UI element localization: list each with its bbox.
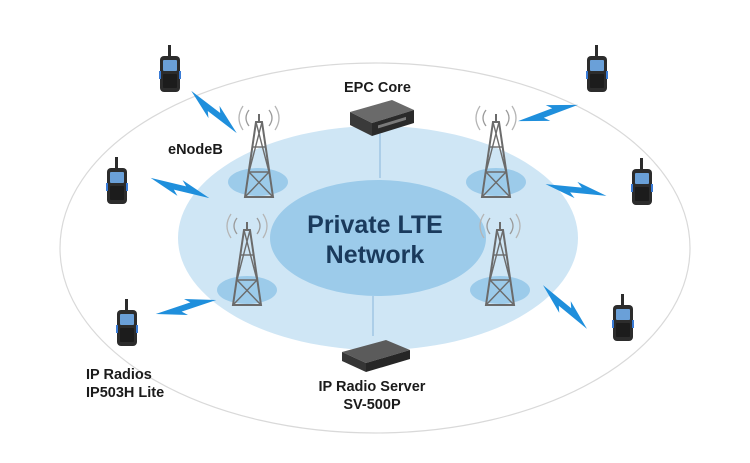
- server-label: IP Radio Server SV-500P: [310, 378, 434, 414]
- ip-radios-label: IP Radios IP503H Lite: [86, 366, 164, 402]
- ip-radios-label-line1: IP Radios: [86, 367, 152, 383]
- epc-core-label: EPC Core: [344, 80, 411, 96]
- radio-icon: [631, 158, 653, 205]
- network-title-line2: Network: [325, 241, 425, 269]
- radio-icon: [116, 299, 138, 346]
- network-cloud-inner: [270, 180, 486, 296]
- enodeb-label: eNodeB: [168, 142, 223, 158]
- server-label-line1: IP Radio Server: [318, 379, 426, 395]
- ip-radio-server-icon: [342, 340, 410, 372]
- outer-ring: [59, 62, 691, 434]
- radio-icon: [106, 157, 128, 204]
- epc-core-server-icon: [350, 100, 414, 136]
- server-label-line2: SV-500P: [343, 397, 401, 413]
- ip-radios-label-line2: IP503H Lite: [86, 385, 165, 401]
- lightning-icon: [518, 91, 578, 135]
- network-title: Private LTE Network: [255, 210, 495, 270]
- radio-icon: [586, 45, 608, 92]
- radio-icon: [159, 45, 181, 92]
- radio-icon: [612, 294, 634, 341]
- network-title-line1: Private LTE: [307, 211, 443, 239]
